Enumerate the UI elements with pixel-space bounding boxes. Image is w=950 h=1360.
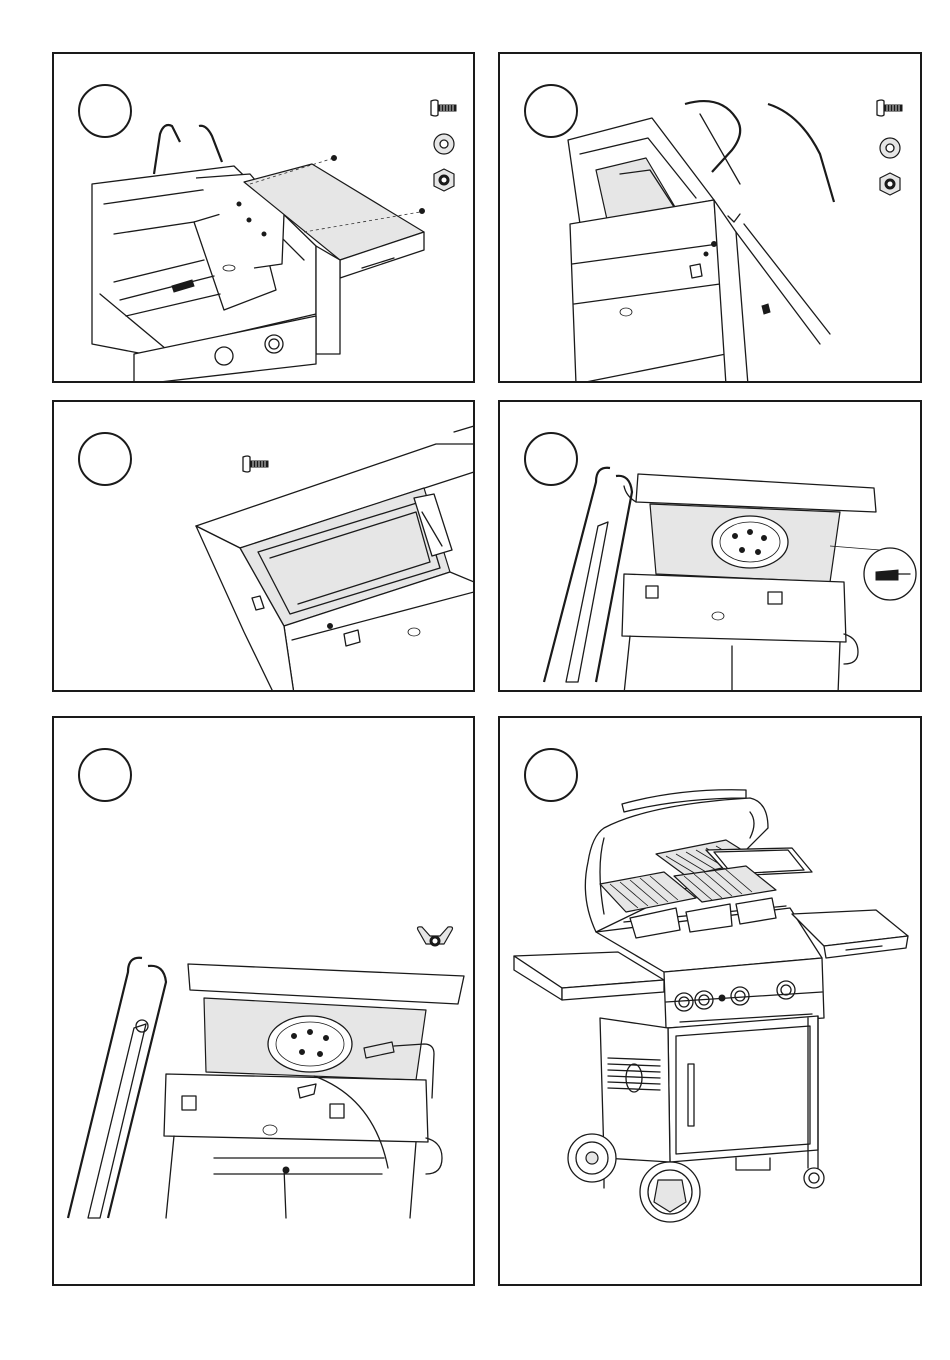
side-shelf-detail-illustration [500,54,922,383]
screw-icon [874,98,904,118]
screw-icon [240,454,270,474]
side-shelf-attach-illustration [54,54,475,383]
step-panel-6 [498,716,922,1286]
washer-icon [432,132,456,156]
nut-icon [432,168,456,192]
nut-icon [878,172,902,196]
step-panel-2 [498,52,922,383]
wing-nut-fix-illustration [54,718,475,1286]
wing-nut-icon [414,924,456,952]
washer-icon [878,136,902,160]
assembled-grill-illustration [500,718,922,1286]
screw-icon [428,98,458,118]
step-panel-1 [52,52,475,383]
step-panel-4 [498,400,922,692]
grease-tray-illustration [54,402,475,692]
step-panel-3 [52,400,475,692]
step-panel-5 [52,716,475,1286]
side-burner-illustration [500,402,922,692]
